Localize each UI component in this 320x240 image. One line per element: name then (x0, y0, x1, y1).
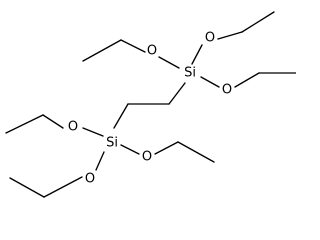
bond (42, 114, 64, 129)
bond (5, 114, 44, 134)
structure-canvas: Si Si O O O O O O (5, 11, 296, 198)
atom-si-bottom: Si (106, 136, 118, 151)
bond (9, 177, 45, 198)
bond (95, 151, 105, 171)
atom-oxygen: O (205, 31, 215, 46)
bond (241, 11, 275, 33)
atom-si-top: Si (184, 66, 196, 81)
atom-oxygen: O (142, 150, 152, 165)
bond (154, 141, 179, 155)
bond (82, 39, 122, 62)
atom-oxygen: O (147, 44, 157, 59)
bonds (5, 11, 296, 198)
bond (120, 39, 146, 53)
bond (158, 56, 180, 69)
bond (200, 76, 220, 88)
atom-oxygen: O (222, 83, 232, 98)
bond (113, 103, 129, 129)
bond (43, 176, 83, 198)
atom-oxygen: O (85, 172, 95, 187)
bond (168, 82, 186, 105)
atom-labels: Si Si O O O O O O (68, 31, 232, 187)
bond (234, 72, 260, 88)
bond (191, 44, 203, 65)
bond (120, 144, 140, 155)
molecule-diagram: Si Si O O O O O O (5, 11, 296, 198)
bond (82, 127, 104, 137)
bond (177, 141, 215, 163)
bond (217, 31, 243, 40)
atom-oxygen: O (68, 120, 78, 135)
